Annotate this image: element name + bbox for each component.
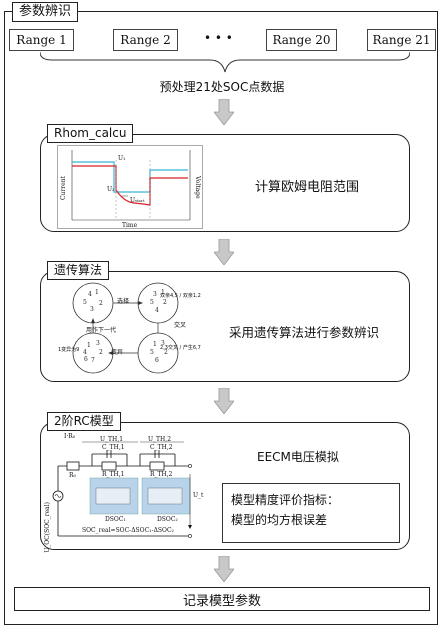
grouping-brace (40, 51, 410, 73)
svg-text:1: 1 (87, 342, 91, 349)
range-box-1: Range 1 (9, 29, 74, 51)
label-parents: 双亲4,5 / 双亲1,2 (160, 293, 201, 299)
label-mutate: 变异 (111, 349, 124, 356)
stage-tab-rc-model: 2阶RC模型 (47, 412, 121, 431)
svg-text:1: 1 (153, 341, 157, 348)
stage3-description: EECM电压模拟 (257, 450, 339, 464)
eval-title: 模型精度评价指标： (231, 493, 340, 507)
label-cth2: C_TH,2 (150, 444, 173, 451)
svg-text:1: 1 (161, 289, 165, 296)
preprocess-label: 预处理21处SOC点数据 (159, 80, 285, 94)
plot-xlabel: Time (122, 222, 138, 229)
stage1-description: 计算欧姆电阻范围 (255, 180, 360, 195)
ellipsis: • • • (204, 31, 233, 45)
label-cth1: C_TH,1 (102, 444, 125, 451)
svg-text:2: 2 (99, 300, 103, 307)
label-next-gen: 用作下一代 (86, 327, 117, 334)
down-arrow-icon (214, 239, 234, 265)
label-ocv: U_OC(SOC_real) (44, 502, 51, 553)
label-r0: R₀ (69, 472, 76, 479)
svg-text:7: 7 (91, 357, 95, 364)
svg-text:6: 6 (84, 356, 88, 363)
label-offspring: 2,3交叉 / 产生6,7 (160, 345, 201, 351)
stage-tab-rhom-calcu: Rhom_calcu (47, 124, 134, 143)
svg-text:1: 1 (95, 289, 99, 296)
outer-frame (4, 11, 438, 625)
down-arrow-icon (214, 388, 234, 414)
label-rth2: R_TH,2 (150, 471, 173, 478)
plot-u1-label: U₁ (118, 155, 126, 162)
svg-text:3: 3 (90, 306, 94, 313)
range-box-20: Range 20 (266, 29, 337, 51)
svg-text:6: 6 (155, 357, 159, 364)
svg-text:4: 4 (83, 349, 87, 356)
equivalent-circuit-diagram: I·R₀ U_TH,1 U_TH,2 R₀ C_TH,1 R_TH,1 C_TH… (44, 433, 204, 553)
label-dsoc2: DSOC₂ (157, 516, 178, 523)
plot-ylabel-right: Voltage (194, 176, 201, 199)
label-uth2: U_TH,2 (148, 436, 172, 443)
label-ut: U_t (193, 492, 204, 499)
plot-u2-label: U₂ (107, 186, 115, 193)
svg-text:2: 2 (163, 299, 167, 306)
svg-text:5: 5 (150, 299, 154, 306)
range-box-21: Range 21 (367, 29, 436, 51)
svg-text:2: 2 (164, 349, 168, 356)
range-box-2: Range 2 (113, 29, 178, 51)
svg-text:5: 5 (83, 299, 87, 306)
label-rth1: R_TH,1 (102, 471, 125, 478)
label-uth1: U_TH,1 (100, 436, 124, 443)
label-cross: 交叉 (174, 322, 187, 329)
label-soc-equation: SOC_real=SOC-ΔSOC₁-ΔSOC₂ (82, 527, 174, 534)
svg-text:3: 3 (161, 340, 165, 347)
page-title: 参数辨识 (12, 2, 79, 22)
evaluation-box: 模型精度评价指标： 模型的均方根误差 (222, 483, 400, 543)
label-iro: I·R₀ (64, 433, 76, 440)
svg-text:4: 4 (88, 291, 92, 298)
plot-ylabel-left: Current (60, 176, 67, 201)
down-arrow-icon (214, 99, 234, 125)
down-arrow-icon (214, 556, 234, 582)
svg-text:3: 3 (153, 291, 157, 298)
svg-text:2: 2 (99, 349, 103, 356)
plot-ustart-label: Uₛₜₐᵣₜ (130, 197, 145, 204)
label-mutate-note: 1变异为9 (58, 347, 80, 353)
svg-text:5: 5 (150, 349, 154, 356)
label-dsoc1: DSOC₁ (105, 516, 126, 523)
svg-text:3: 3 (96, 340, 100, 347)
label-select: 选择 (117, 298, 130, 305)
record-parameters-box: 记录模型参数 (14, 587, 430, 611)
eval-metric: 模型的均方根误差 (231, 513, 328, 527)
stage2-description: 采用遗传算法进行参数辨识 (229, 325, 380, 340)
svg-text:4: 4 (155, 307, 159, 314)
stage-tab-genetic: 遗传算法 (47, 261, 110, 280)
current-voltage-plot: Current Voltage Time U₁ U₂ Uₛₜₐᵣₜ (57, 145, 203, 229)
